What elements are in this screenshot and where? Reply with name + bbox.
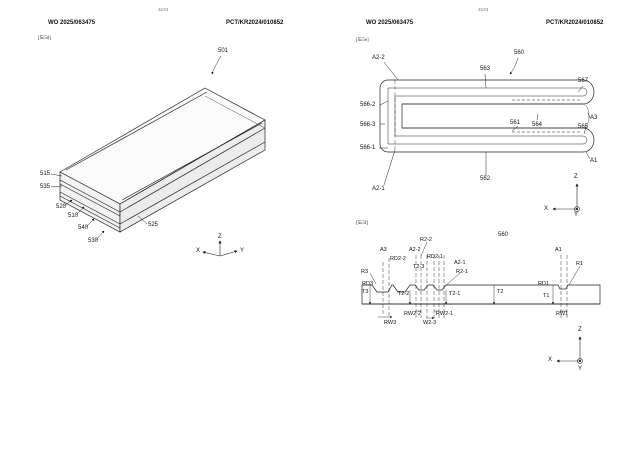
ref-566-3: 566-3	[360, 122, 376, 128]
top-axis-y: Y	[574, 212, 579, 218]
ref-w2-3: W2-3	[423, 320, 437, 326]
ref-515: 515	[40, 171, 51, 177]
ref-520: 520	[56, 204, 67, 210]
figure-label-5e: [도5e]	[356, 38, 369, 43]
ref-a1-top: A1	[590, 158, 598, 164]
left-application-number: PCT/KR2024/010852	[226, 20, 284, 26]
ref-540: 540	[78, 225, 89, 231]
ref-rd3: RD3	[362, 281, 374, 287]
ref-t2-3: T2-3	[413, 264, 425, 270]
bottom-axis-y: Y	[578, 366, 583, 372]
top-axis-x: X	[544, 206, 549, 212]
ref-560-top: 560	[514, 50, 525, 56]
ref-a3-top: A3	[590, 115, 598, 121]
figure-label-5d: [도5d]	[38, 36, 51, 41]
ref-510: 510	[68, 213, 79, 219]
ref-t2: T2	[497, 289, 504, 295]
ref-563: 563	[480, 66, 491, 72]
ref-rw3: RW3	[384, 320, 397, 326]
ref-535: 535	[40, 184, 51, 190]
ref-a2-2-top: A2-2	[372, 55, 385, 61]
ref-rd2-2: RD2-2	[390, 256, 406, 262]
cross-section-profile	[362, 285, 600, 304]
top-axis-triad	[552, 183, 580, 212]
left-leader-lines	[51, 56, 221, 240]
ref-560-bottom: 560	[498, 232, 509, 238]
channel-plate-top-view	[380, 80, 594, 152]
bottom-axis-triad	[556, 336, 583, 364]
left-page-number: 12/13	[158, 7, 169, 12]
ref-567: 567	[578, 78, 589, 84]
ref-t1: T1	[543, 293, 550, 299]
ref-561: 561	[510, 120, 521, 126]
ref-r1: R1	[576, 261, 584, 267]
left-axis-z: Z	[218, 234, 222, 240]
ref-566-1: 566-1	[360, 145, 376, 151]
ref-564: 564	[532, 122, 543, 128]
ref-rd2-1: RD2-1	[427, 254, 443, 260]
left-publication-number: WO 2025/063475	[48, 20, 96, 26]
ref-rw2-1: RW2-1	[436, 311, 454, 317]
ref-565: 565	[578, 124, 589, 130]
left-axis-triad	[202, 240, 238, 256]
ref-566-2: 566-2	[360, 102, 376, 108]
left-axis-x: X	[196, 248, 201, 254]
ref-530: 530	[88, 238, 99, 244]
top-axis-z: Z	[574, 174, 578, 180]
figure-label-5f: [도5f]	[356, 221, 369, 226]
ref-a2-1-bottom: A2-1	[454, 260, 466, 266]
ref-a1-bottom: A1	[555, 247, 562, 253]
left-axis-y: Y	[240, 248, 245, 254]
ref-rd1: RD1	[538, 281, 550, 287]
right-publication-number: WO 2025/063475	[366, 20, 414, 26]
top-leader-lines	[379, 58, 590, 185]
right-application-number: PCT/KR2024/010852	[546, 20, 604, 26]
ref-r3: R3	[361, 269, 369, 275]
battery-block-3d	[60, 88, 265, 232]
ref-t3: T3	[362, 289, 369, 295]
ref-525: 525	[148, 222, 159, 228]
ref-t2-1: T2-1	[449, 291, 461, 297]
section-dimension-lines	[368, 242, 580, 320]
ref-501: 501	[218, 48, 229, 54]
ref-t2-2: T2-2	[398, 291, 410, 297]
right-page-number: 13/13	[478, 7, 489, 12]
ref-r2-1: R2-1	[456, 269, 468, 275]
ref-rw2-2: RW2-2	[404, 311, 422, 317]
ref-rw1: RW1	[556, 311, 569, 317]
ref-a2-2-bottom: A2-2	[409, 247, 421, 253]
bottom-axis-x: X	[548, 357, 553, 363]
ref-a3-bottom: A3	[380, 247, 387, 253]
ref-a2-1-top: A2-1	[372, 186, 385, 192]
ref-r2-2: R2-2	[420, 237, 432, 243]
bottom-axis-z: Z	[578, 327, 582, 333]
ref-562: 562	[480, 176, 491, 182]
